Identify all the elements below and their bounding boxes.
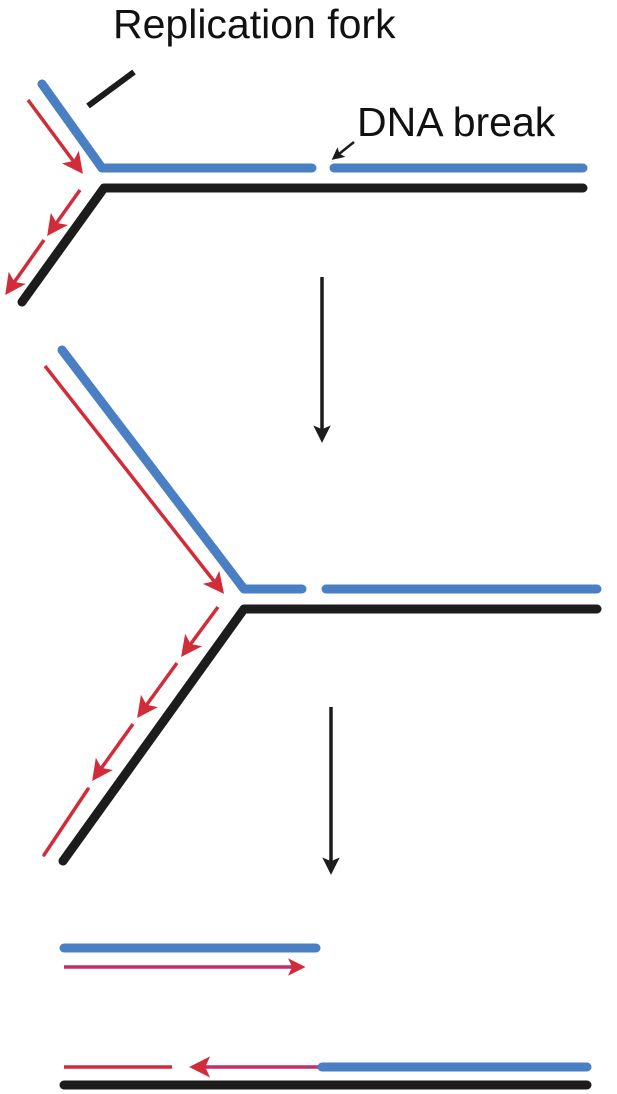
stage-3-upper-duplex	[59, 943, 321, 976]
dna-break-pointer	[331, 141, 355, 160]
replication-fork-pointer	[86, 69, 136, 109]
stage-2-okazaki-fragment-4	[42, 787, 90, 857]
stage-2-parental-bottom-strand	[58, 604, 602, 866]
stage-1-leading-strand	[26, 98, 83, 174]
stage-1-fork	[5, 79, 588, 307]
stage-2-fork	[42, 345, 602, 866]
stage-2-okazaki-fragment-1	[181, 605, 220, 657]
stage-2-leading-strand	[43, 364, 225, 594]
stage-2-okazaki-fragment-2	[137, 661, 179, 718]
dna-break-label: DNA break	[357, 99, 556, 145]
stage-3-lower-duplex	[59, 1056, 592, 1090]
stage-2-parental-top-strand	[57, 345, 307, 594]
replication-fork-label: Replication fork	[113, 1, 396, 47]
stage-1-parental-bottom-strand	[17, 183, 588, 307]
stage-1-okazaki-fragment-1	[47, 188, 82, 236]
stage-1-okazaki-fragment-2	[5, 238, 46, 296]
stage-2-okazaki-fragment-3	[92, 722, 135, 781]
stage-1-parental-top-strand	[37, 79, 317, 173]
